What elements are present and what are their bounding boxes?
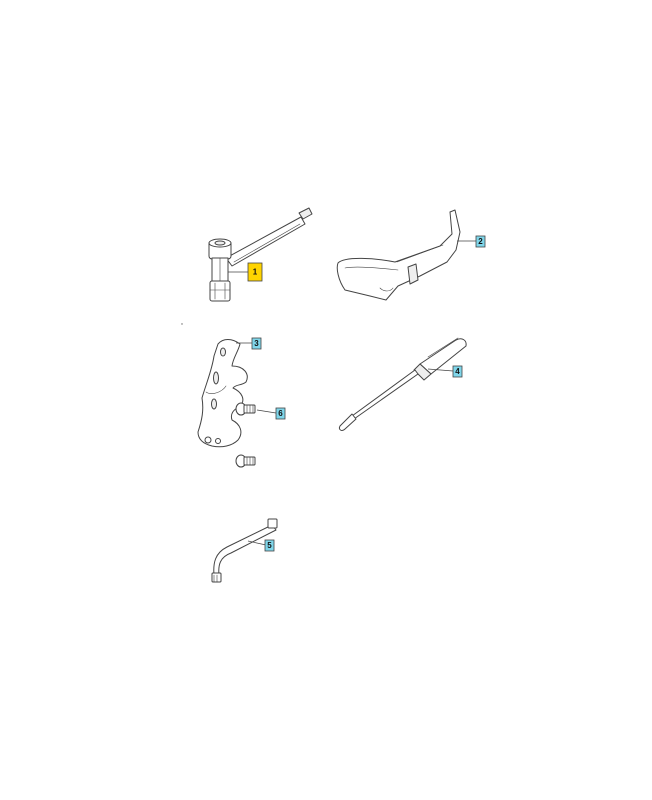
callout-5[interactable]: 5 — [264, 539, 275, 552]
leader-lines — [228, 240, 478, 546]
callout-label-1: 1 — [253, 268, 258, 277]
leader-line-4 — [427, 368, 454, 372]
callout-6[interactable]: 6 — [275, 407, 286, 420]
front-handle-icon — [197, 339, 248, 448]
callout-label-4: 4 — [455, 367, 460, 376]
callout-4[interactable]: 4 — [452, 365, 463, 378]
stray-dot — [181, 323, 183, 325]
callout-label-2: 2 — [478, 237, 483, 246]
callout-label-3: 3 — [254, 339, 259, 348]
leader-line-5 — [247, 540, 267, 546]
callout-box-1 — [247, 262, 263, 282]
screw-icon — [235, 402, 256, 468]
leader-line-6 — [256, 409, 277, 414]
callout-box-5 — [264, 539, 275, 552]
callout-box-4 — [452, 365, 463, 378]
callout-label-5: 5 — [267, 541, 272, 550]
screwdriver-icon — [339, 337, 467, 431]
hex-key-icon — [211, 518, 278, 583]
callout-box-6 — [275, 407, 286, 420]
callout-1[interactable]: 1 — [247, 262, 263, 282]
callout-2[interactable]: 2 — [475, 235, 486, 248]
callout-3[interactable]: 3 — [251, 337, 262, 350]
callout-label-6: 6 — [278, 409, 283, 418]
combination-spanner-icon — [208, 207, 313, 302]
bar-cover-icon — [336, 209, 461, 301]
callout-box-2 — [475, 235, 486, 248]
callout-box-3 — [251, 337, 262, 350]
